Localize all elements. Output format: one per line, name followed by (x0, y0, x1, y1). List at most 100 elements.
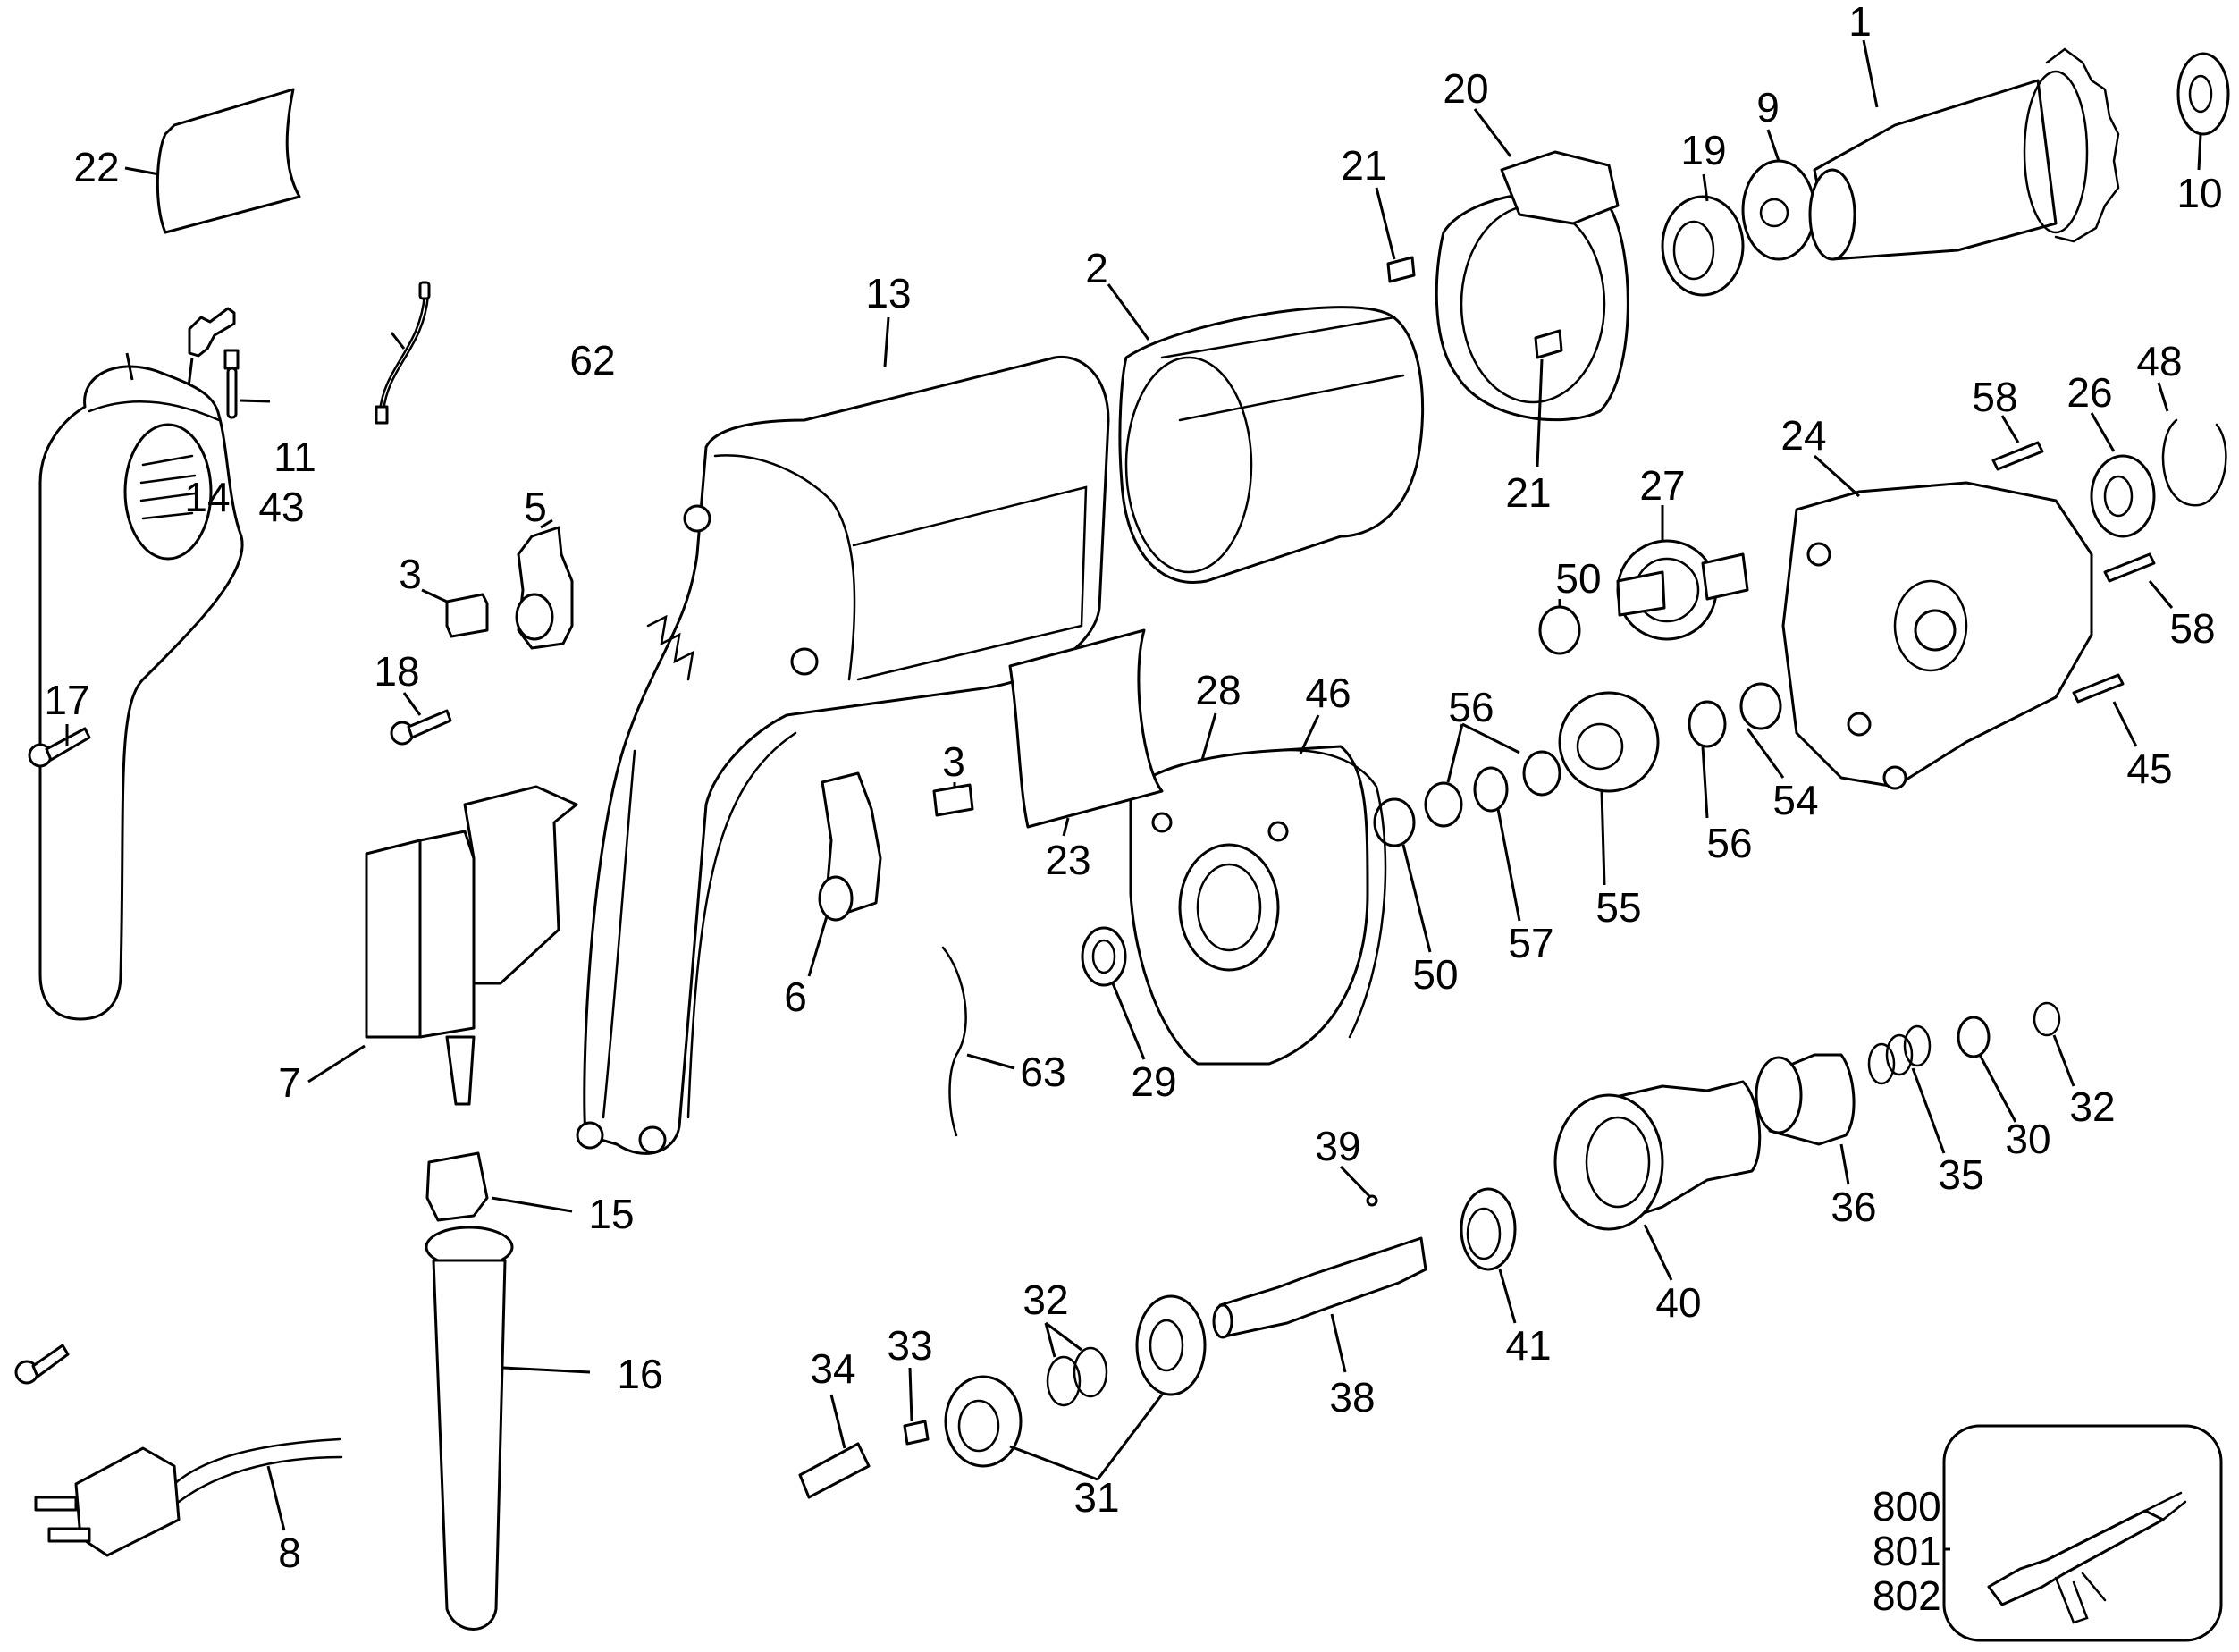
part-28-bearing-plate (1129, 712, 1369, 1066)
part-58-screw-a (1991, 415, 2044, 471)
part-46-baffle (1267, 714, 1387, 1039)
part-30-washer (1957, 1016, 2017, 1123)
part-19-retainer (1661, 173, 1745, 297)
part-screw-lower (14, 1344, 70, 1385)
part-1-armature (1808, 39, 2120, 261)
part-15-cord-clamp (425, 1151, 573, 1222)
part-13-housing (576, 316, 1110, 1155)
part-17-screw (28, 724, 91, 768)
label-50-b: 50 (1412, 951, 1459, 998)
label-63: 63 (1020, 1049, 1066, 1095)
label-21-b: 21 (1505, 469, 1552, 516)
part-50-bearing-b (1373, 797, 1432, 953)
label-11: 11 (274, 434, 316, 480)
part-36-depth-locator (1755, 1053, 1856, 1185)
inset-grease-gun (1942, 1424, 2223, 1642)
part-56-washer-b (1688, 700, 1727, 819)
part-31-clutch-a (944, 1375, 1023, 1468)
part-39-ball (1339, 1165, 1378, 1207)
part-50-bearing-a (1538, 599, 1581, 655)
label-18: 18 (374, 648, 420, 695)
label-58-b: 58 (2169, 605, 2216, 652)
label-48: 48 (2136, 338, 2183, 384)
part-32-ring-b (1044, 1321, 1108, 1407)
label-16: 16 (617, 1351, 663, 1397)
part-20-brush-ring (1435, 108, 1629, 422)
label-40: 40 (1655, 1279, 1702, 1326)
part-55-gear (1558, 691, 1660, 886)
label-14: 14 (184, 474, 231, 520)
label-38: 38 (1329, 1374, 1376, 1420)
part-45-screw (2072, 673, 2138, 747)
label-24: 24 (1780, 412, 1827, 459)
label-36: 36 (1831, 1184, 1877, 1230)
label-57: 57 (1508, 920, 1554, 966)
label-41: 41 (1505, 1322, 1552, 1369)
part-56-washer-a (1424, 722, 1561, 828)
part-3-brush-b (932, 782, 974, 817)
part-9-bearing (1741, 129, 1816, 261)
label-46: 46 (1305, 670, 1351, 716)
part-31-clutch-b (1009, 1294, 1207, 1481)
part-5-brush-holder (515, 518, 574, 650)
part-3-brush-a (421, 588, 489, 638)
part-54-needle-bearing (1739, 682, 1785, 779)
inset-label-802: 802 (1873, 1572, 1941, 1619)
part-62-lead-wire (375, 281, 431, 425)
label-30: 30 (2005, 1116, 2051, 1162)
label-35: 35 (1938, 1151, 1984, 1198)
inset-label-800: 800 (1873, 1483, 1941, 1530)
part-6-brush-holder (807, 771, 882, 977)
label-1: 1 (1848, 0, 1872, 45)
label-21-a: 21 (1341, 142, 1387, 189)
part-11-terminal (223, 349, 271, 419)
label-32-b: 32 (1023, 1277, 1069, 1323)
part-24-gear-case (1781, 454, 2093, 790)
part-23-label (1008, 628, 1164, 837)
label-8: 8 (278, 1530, 301, 1576)
part-14-handle-cover (38, 352, 244, 1021)
part-40-nosepiece (1553, 1080, 1762, 1281)
label-19: 19 (1680, 127, 1727, 173)
label-15: 15 (588, 1191, 635, 1237)
label-23: 23 (1045, 837, 1091, 883)
label-56-b: 56 (1706, 820, 1753, 866)
part-21-pin-a (1375, 187, 1416, 283)
label-9: 9 (1756, 84, 1780, 131)
label-32-a: 32 (2069, 1083, 2116, 1130)
part-2-field (1107, 283, 1425, 584)
label-33: 33 (887, 1322, 933, 1369)
label-28: 28 (1195, 667, 1242, 713)
part-7-switch (307, 785, 578, 1106)
label-62: 62 (569, 337, 616, 384)
part-18-screw (390, 692, 452, 746)
part-27-gear (1616, 505, 1749, 641)
label-50-a: 50 (1555, 555, 1602, 602)
part-35-spring (1867, 1024, 1946, 1154)
part-34-spring (798, 1394, 871, 1499)
label-45: 45 (2126, 746, 2173, 792)
label-5: 5 (524, 484, 547, 530)
part-48-retaining-ring (2157, 382, 2227, 507)
inset-label-801: 801 (1873, 1528, 1941, 1574)
part-21-pin-b (1534, 329, 1563, 468)
part-58-screw-b (2103, 552, 2174, 609)
label-2: 2 (1085, 245, 1108, 291)
part-26-bearing (2090, 412, 2156, 538)
label-13: 13 (865, 270, 912, 316)
label-17: 17 (44, 677, 90, 723)
label-6: 6 (784, 974, 807, 1020)
label-34: 34 (810, 1345, 856, 1392)
part-41-bushing (1460, 1187, 1517, 1324)
part-63-lead-wire (941, 946, 1015, 1137)
part-32-ring-a (2033, 1001, 2075, 1087)
part-22-nameplate (124, 88, 301, 234)
part-8-cord-set (34, 1437, 343, 1557)
label-31: 31 (1073, 1474, 1120, 1521)
label-3-b: 3 (942, 738, 965, 785)
part-33-pin (903, 1367, 930, 1446)
label-58-a: 58 (1972, 374, 2018, 420)
label-29: 29 (1131, 1058, 1177, 1105)
